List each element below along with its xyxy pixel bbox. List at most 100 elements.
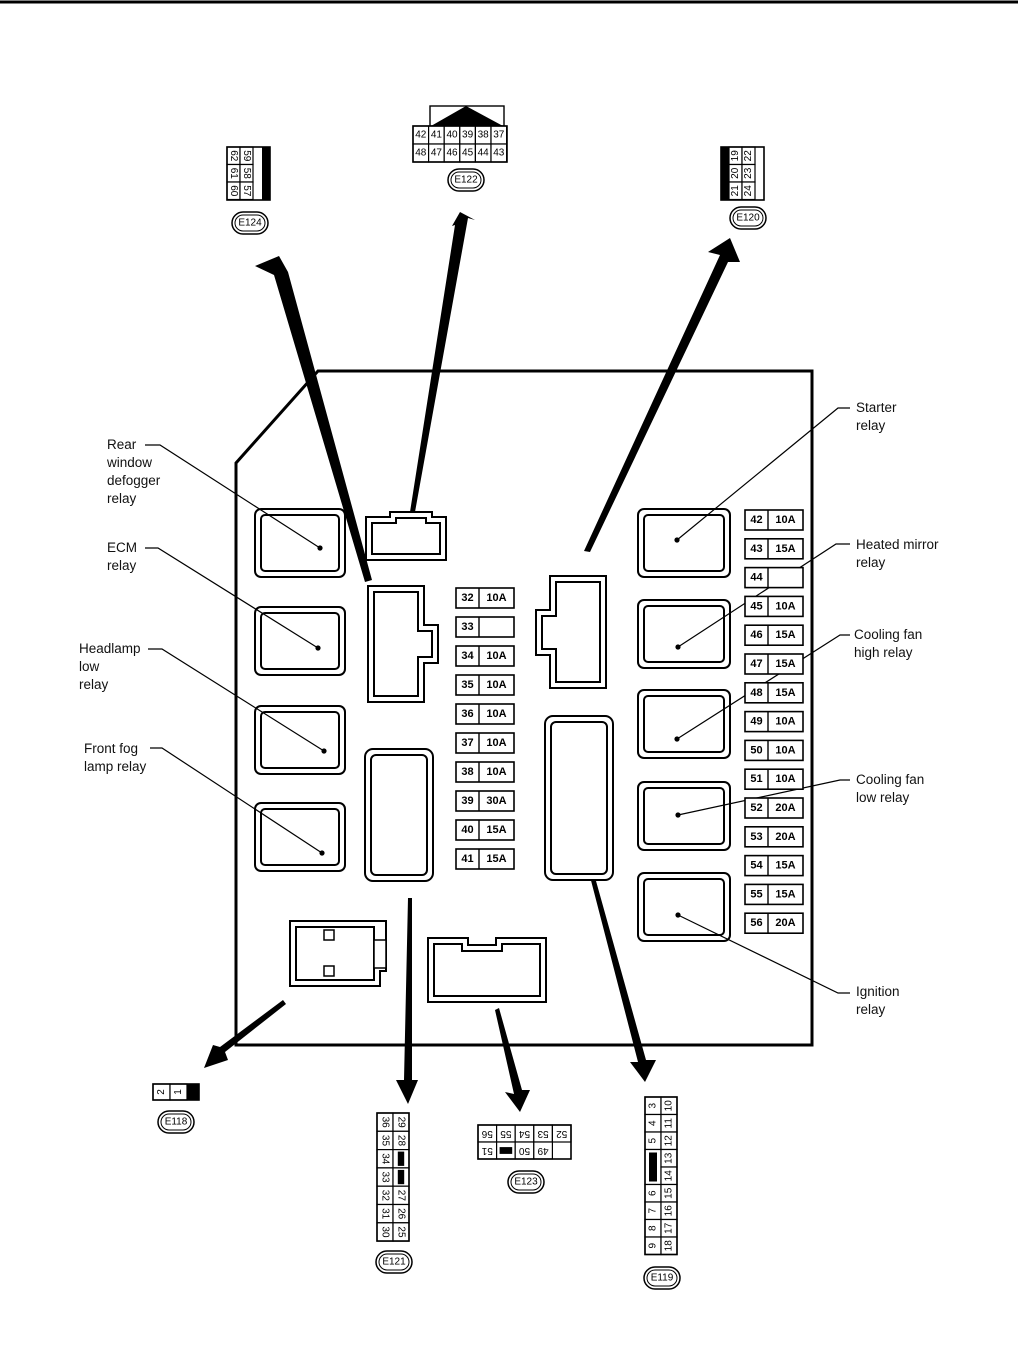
pin-number: 30	[380, 1226, 391, 1238]
connector-pin: 50	[514, 1141, 535, 1160]
connector-id: E122	[454, 175, 478, 186]
e122-socket	[365, 511, 447, 561]
pin-number: 46	[446, 148, 458, 159]
pin-number: 17	[664, 1222, 675, 1234]
connector-pin: 40	[443, 125, 461, 145]
fuse-box-outline	[234, 369, 814, 1047]
connector-id: E119	[651, 1273, 674, 1284]
connector-id: E121	[382, 1257, 406, 1268]
pin-number: 45	[462, 148, 474, 159]
connector-pin: 60	[226, 181, 241, 201]
label-starter-relay: Starter relay	[856, 400, 897, 433]
arrow-to-e118	[204, 1000, 286, 1068]
connector-pin: 16	[660, 1201, 678, 1221]
pin-number: 37	[493, 130, 505, 141]
connector-id: E118	[165, 1117, 188, 1128]
connector-pin: 56	[477, 1124, 498, 1143]
pin-number: 52	[556, 1128, 568, 1139]
label-rear-window-defogger-relay: Rear window defogger relay	[107, 437, 161, 506]
connector-pin: 1	[169, 1083, 188, 1101]
connector-pin	[644, 1148, 662, 1186]
fuse-number: 37	[461, 737, 473, 749]
fuse-number: 45	[750, 600, 762, 612]
fuse-47: 47 15A	[744, 653, 804, 675]
pin-number: 50	[519, 1145, 531, 1156]
pin-number: 3	[648, 1103, 659, 1109]
connector-pin: 43	[490, 143, 508, 163]
fuse-amperage: 15A	[486, 824, 506, 836]
pin-number: 34	[380, 1153, 391, 1165]
label-front-fog-lamp-relay: Front fog lamp relay	[84, 741, 147, 774]
connector-pin	[392, 1167, 410, 1187]
pin-number: 21	[730, 185, 741, 197]
connector-pin: 18	[660, 1236, 678, 1256]
label-ignition-relay: Ignition relay	[856, 984, 900, 1017]
fuse-number: 44	[750, 572, 763, 584]
connector-pin: 46	[443, 143, 461, 163]
connector-pin: 44	[474, 143, 492, 163]
fuse-number: 38	[461, 766, 473, 778]
fuse-33: 33	[455, 616, 515, 638]
label-cooling-fan-low-relay: Cooling fan low relay	[856, 772, 925, 805]
relay-front-fog-lamp	[254, 802, 346, 872]
connector-pin: 17	[660, 1218, 678, 1238]
connector-pin: 48	[412, 143, 430, 163]
connector-pin: 12	[660, 1131, 678, 1151]
connector-pin: 37	[490, 125, 508, 145]
relay-cooling-fan-low	[637, 781, 731, 851]
fuse-number: 36	[461, 708, 473, 720]
connector-pin: 22	[741, 146, 756, 166]
relay-starter	[637, 508, 731, 578]
fuse-amperage: 20A	[775, 831, 795, 843]
fuse-amperage: 15A	[775, 658, 795, 670]
fuse-number: 52	[750, 802, 762, 814]
connector-pin: 41	[428, 125, 445, 145]
pin-number: 27	[396, 1190, 407, 1202]
connector-pin: 28	[392, 1130, 410, 1151]
connector-pin: 14	[660, 1166, 678, 1186]
connector-pin: 42	[412, 125, 430, 145]
relay-ignition	[637, 872, 731, 942]
relay-ecm	[254, 606, 346, 676]
fuse-amperage: 10A	[775, 514, 795, 526]
pin-number: 48	[415, 148, 427, 159]
pin-number: 62	[228, 150, 239, 162]
connector-pin: 62	[226, 146, 241, 166]
fuse-amperage: 15A	[775, 629, 795, 641]
connector-id: E120	[736, 213, 760, 224]
connector-pin: 3	[644, 1096, 662, 1116]
e124-socket	[367, 585, 439, 703]
connector-pin: 2	[152, 1083, 171, 1101]
connector-pin: 20	[728, 163, 743, 183]
pin-number: 24	[743, 185, 754, 197]
pin-number: 13	[664, 1152, 675, 1164]
pin-number: 44	[478, 148, 490, 159]
connector-pin: 52	[551, 1124, 572, 1143]
connector-pin: 19	[728, 146, 743, 166]
connector-pin: 15	[660, 1183, 678, 1203]
connector-pin: 45	[459, 143, 476, 163]
fuse-amperage: 15A	[486, 853, 506, 865]
connector-id-badge: E124	[231, 211, 269, 235]
connector-pin: 4	[644, 1113, 662, 1133]
fuse-number: 54	[750, 860, 763, 872]
e118-socket	[289, 920, 387, 987]
connector-id-badge: E122	[447, 168, 485, 192]
pin-number: 15	[664, 1187, 675, 1199]
fuse-number: 47	[750, 658, 762, 670]
e123-socket	[427, 937, 547, 1003]
fuse-amperage: 15A	[775, 543, 795, 555]
connector-pin: 36	[376, 1112, 394, 1132]
pin-number: 28	[396, 1135, 407, 1147]
pin-number: 20	[730, 167, 741, 179]
pin-number: 2	[156, 1089, 167, 1095]
